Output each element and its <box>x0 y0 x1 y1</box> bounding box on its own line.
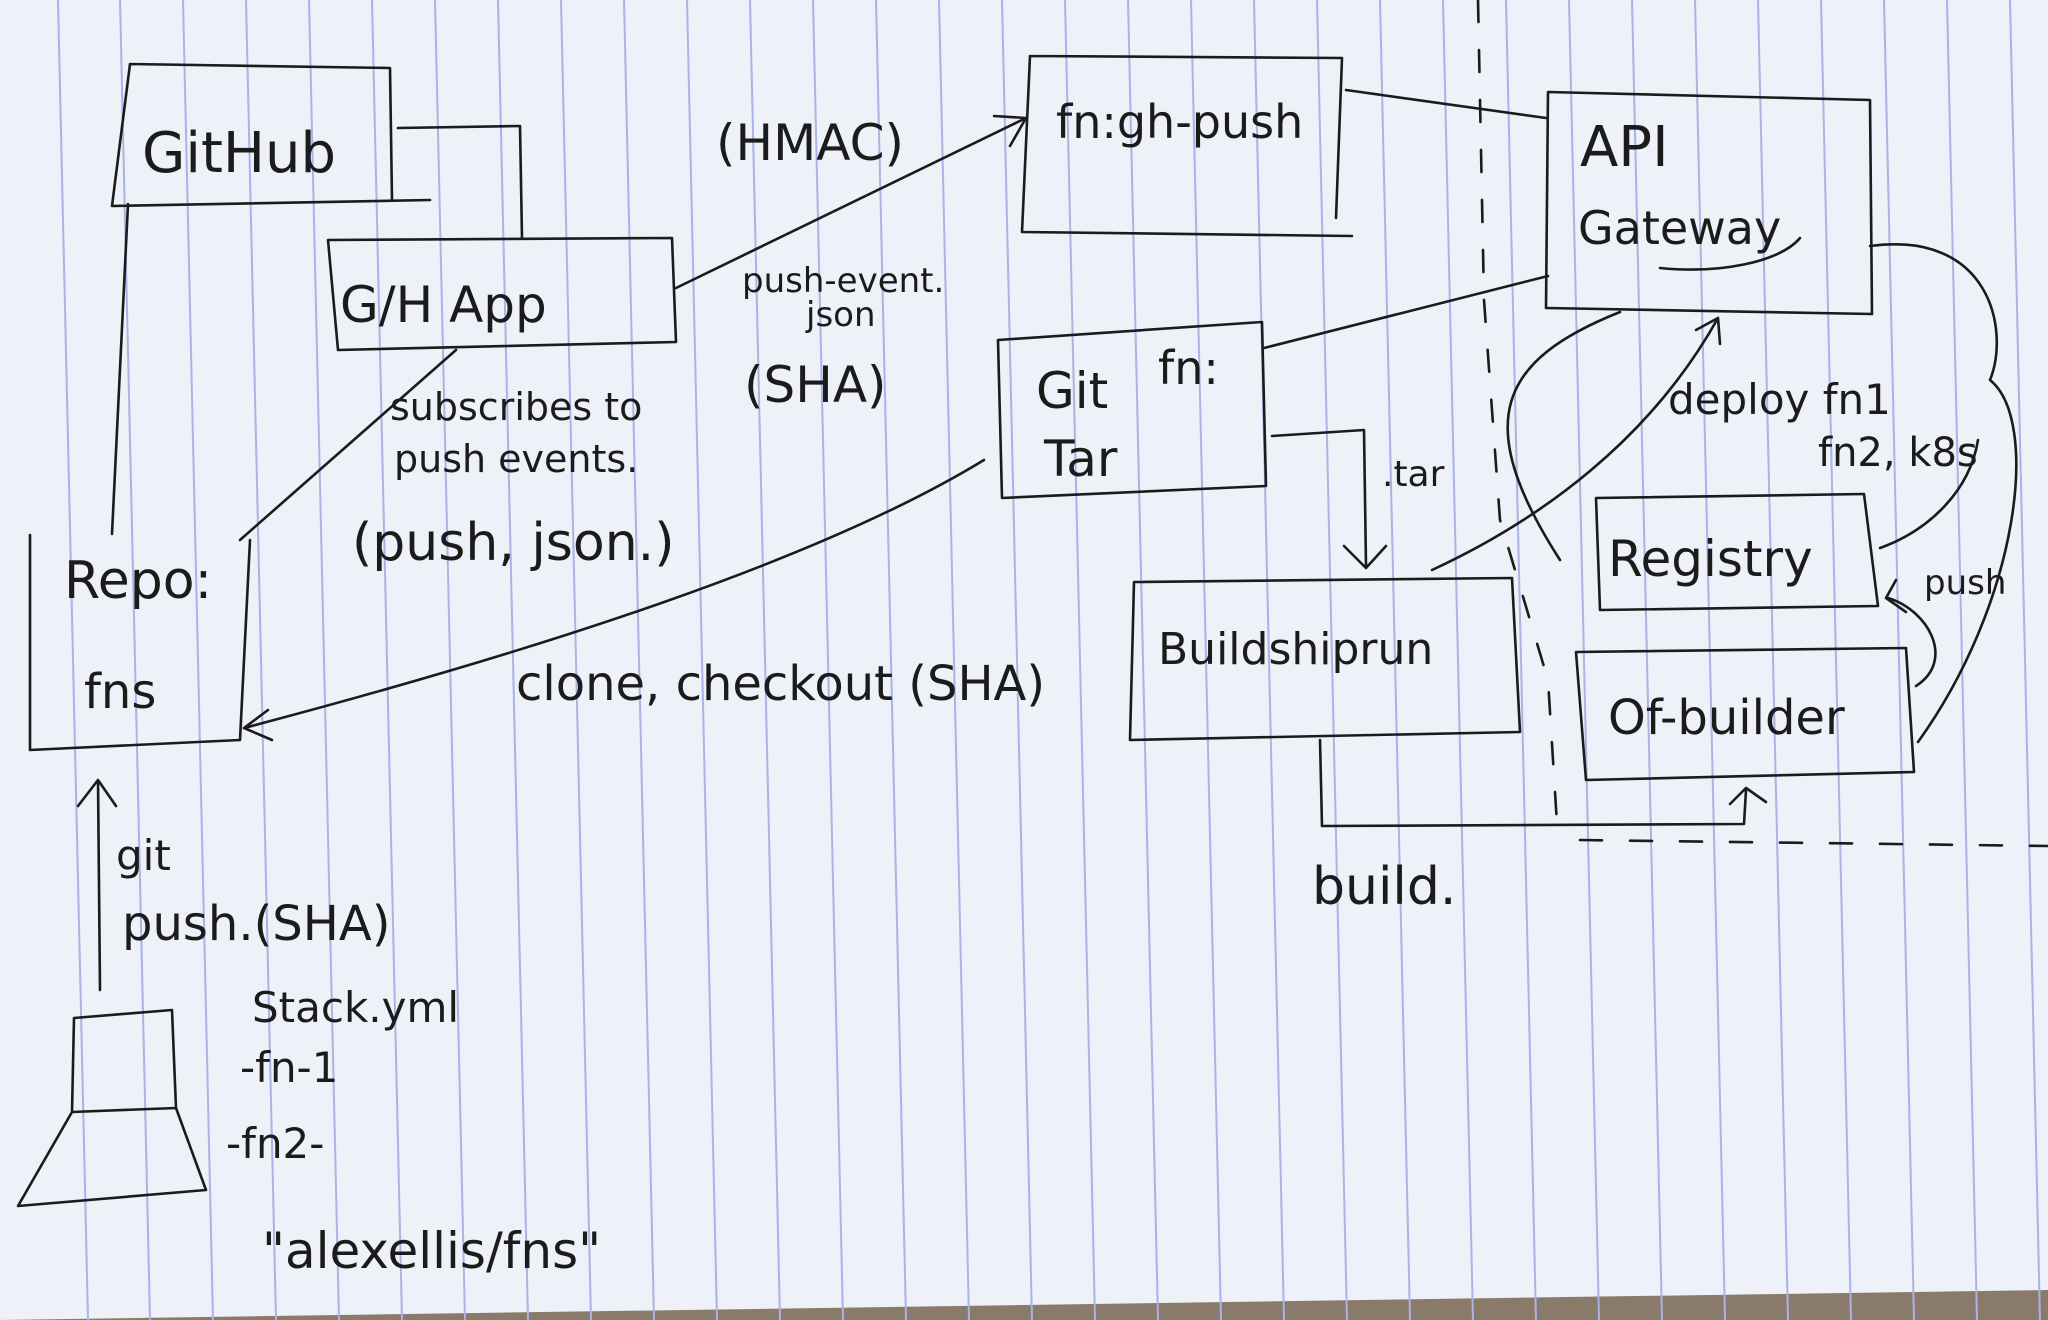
push-fn-box <box>1020 54 1354 238</box>
push-fn-label: fn:gh-push <box>1056 95 1303 149</box>
git-push-label-1: git <box>116 831 171 880</box>
buildshiprun-box <box>1128 576 1522 742</box>
git-fn-box <box>996 320 1268 500</box>
hmac-label: (HMAC) <box>716 114 904 172</box>
github-to-repo-line <box>110 202 130 536</box>
of-builder-label: Of-builder <box>1608 690 1845 746</box>
deploy-label-2: fn2, k8s <box>1818 430 1978 476</box>
ghapp-to-pushfn-arrow <box>674 114 1028 290</box>
buildshiprun-to-gateway-arrow <box>1430 316 1722 572</box>
of-builder-box <box>1574 646 1916 782</box>
api-gateway-swoosh <box>1658 236 1802 271</box>
git-fn-label-2: fn: <box>1158 341 1219 395</box>
api-gateway-box <box>1544 90 1874 316</box>
ghapp-to-repo-line <box>238 348 458 542</box>
stack-label-1: Stack.yml <box>252 983 459 1032</box>
subscribes-label-3: (push, json.) <box>352 513 675 573</box>
push-label: push <box>1924 563 2006 603</box>
pushfn-to-gateway-line <box>1344 88 1548 120</box>
repo-title-label: Repo: <box>64 551 212 611</box>
github-label: GitHub <box>142 121 336 186</box>
repo-box <box>28 533 252 752</box>
repo-path-label: "alexellis/fns" <box>262 1222 601 1280</box>
tar-label: .tar <box>1382 454 1445 495</box>
sha-label: (SHA) <box>744 356 887 414</box>
gateway-loop-curve <box>1506 310 1622 562</box>
github-to-ghapp-line <box>396 124 524 240</box>
git-fn-label-3: Tar <box>1043 430 1118 488</box>
git-push-label-2: push.(SHA) <box>122 896 390 952</box>
laptop-icon <box>16 1008 208 1208</box>
registry-label: Registry <box>1608 530 1813 588</box>
github-box <box>110 62 432 208</box>
api-gateway-label-2: Gateway <box>1578 201 1781 255</box>
clone-label: clone, checkout (SHA) <box>516 656 1045 712</box>
ofbuilder-to-registry-arrow <box>1884 578 1937 688</box>
build-label: build. <box>1312 857 1456 917</box>
subscribes-label-2: push events. <box>394 437 638 481</box>
stack-label-2: -fn-1 <box>240 1043 338 1092</box>
deploy-label-1: deploy fn1 <box>1668 375 1891 424</box>
gh-app-box <box>326 236 678 352</box>
push-event-label-1: push-event. <box>742 261 944 301</box>
registry-to-deploy-line <box>1878 438 1980 550</box>
push-event-label-2: json <box>805 295 876 335</box>
registry-box <box>1594 492 1880 612</box>
buildshiprun-to-ofbuilder-arrow <box>1318 738 1768 828</box>
api-gateway-label-1: API <box>1580 115 1669 180</box>
gh-app-label: G/H App <box>340 276 547 334</box>
buildshiprun-label: Buildshiprun <box>1158 624 1433 675</box>
tar-arrow <box>1270 428 1388 570</box>
gitfn-to-gateway-line <box>1262 274 1550 350</box>
git-push-arrow <box>76 778 118 992</box>
repo-name-label: fns <box>84 664 156 720</box>
stack-label-3: -fn2- <box>226 1119 324 1168</box>
subscribes-label-1: subscribes to <box>390 385 642 429</box>
cluster-boundary-vertical <box>1476 0 1560 842</box>
gitfn-to-repo-arrow <box>242 458 986 742</box>
gateway-to-cluster-curve <box>1868 243 2018 744</box>
git-fn-label-1: Git <box>1036 362 1108 420</box>
